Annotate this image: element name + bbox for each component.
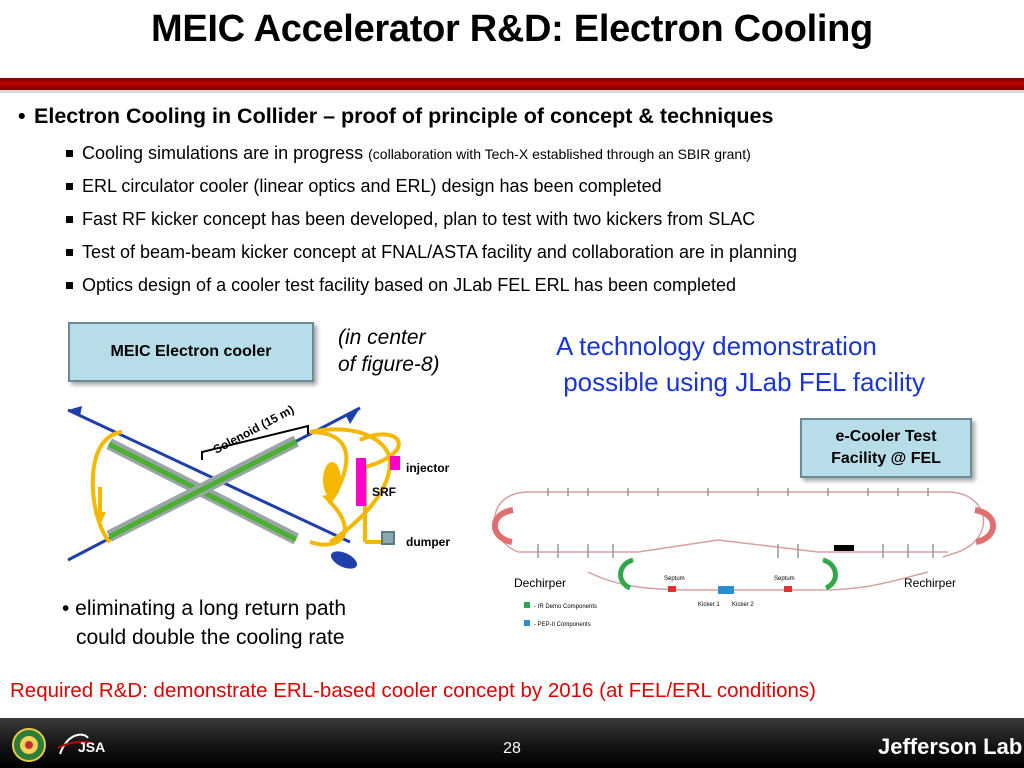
ecooler-test-facility-box: e-Cooler Test Facility @ FEL — [800, 418, 972, 478]
cooler-solenoid-b — [106, 435, 299, 542]
septum-label: Septum — [664, 576, 685, 582]
doe-seal-icon — [12, 728, 46, 762]
main-bullet: • Electron Cooling in Collider – proof of… — [18, 104, 773, 129]
center-note: (in center of figure-8) — [338, 326, 440, 376]
legend-ir-label: - IR Demo Components — [534, 604, 597, 610]
arrow-icon — [68, 406, 82, 416]
ir-demo-arc-right — [822, 557, 838, 591]
dumper-icon — [381, 531, 395, 545]
fel-arc-right — [974, 507, 996, 545]
main-bullet-text: Electron Cooling in Collider – proof of … — [34, 104, 774, 128]
injector-label: injector — [406, 461, 450, 475]
sub-bullet: Fast RF kicker concept has been develope… — [66, 209, 797, 242]
sub-bullet: Optics design of a cooler test facility … — [66, 275, 797, 308]
fel-bottom-line — [587, 571, 929, 591]
figure8-cooler-diagram: Solenoid (15 m) — [67, 402, 401, 569]
arrow-icon — [346, 408, 360, 424]
wiggler-icon — [834, 545, 854, 551]
septum-icon — [784, 586, 792, 592]
legend-ir-swatch — [524, 602, 530, 608]
slide-title: MEIC Accelerator R&D: Electron Cooling — [151, 8, 873, 50]
meic-electron-cooler-box: MEIC Electron cooler — [68, 322, 314, 382]
jsa-logo: JSA — [57, 733, 105, 755]
technology-demo-note: A technology demonstration possible usin… — [556, 331, 926, 397]
legend-pep-swatch — [524, 620, 530, 626]
sub-bullet: ERL circulator cooler (linear optics and… — [66, 176, 797, 209]
jsa-text: JSA — [78, 739, 105, 755]
fel-arc-left — [492, 507, 514, 545]
septum-icon — [668, 586, 676, 592]
kicker2-label: Kicker 2 — [732, 602, 754, 608]
septum-label: Septum — [774, 576, 795, 582]
fel-lower-line — [518, 539, 948, 553]
return-path-note: • eliminating a long return path could d… — [62, 597, 347, 649]
kicker1-label: Kicker 1 — [698, 602, 720, 608]
footer-bar — [0, 718, 1024, 768]
electron-injection-path — [359, 432, 401, 469]
srf-label: SRF — [372, 485, 396, 499]
bullet-dot: • — [18, 104, 26, 128]
srf-cavity-icon — [356, 458, 366, 506]
dechirper-label: Dechirper — [514, 576, 567, 590]
jefferson-lab-logo: Jefferson Lab — [878, 734, 1023, 759]
page-number: 28 — [503, 740, 521, 757]
fel-racetrack — [493, 491, 985, 558]
sub-bullet-list: Cooling simulations are in progress (col… — [66, 143, 797, 308]
buncher-icon — [323, 462, 341, 498]
fel-magnets-lower — [537, 544, 934, 558]
title-rule — [0, 78, 1024, 93]
required-rd-note: Required R&D: demonstrate ERL-based cool… — [10, 679, 816, 702]
fel-magnets-upper — [547, 488, 929, 496]
arrow-icon — [94, 512, 106, 526]
ir-demo-arc-left — [618, 557, 634, 591]
fel-facility-diagram: Septum Septum Kicker 1 Kicker 2 - IR Dem… — [492, 488, 996, 628]
sub-bullet: Test of beam-beam kicker concept at FNAL… — [66, 242, 797, 275]
solenoid-bracket — [201, 424, 309, 460]
dump-beam-icon — [330, 551, 358, 569]
kicker-icon — [718, 586, 734, 594]
injector-icon — [390, 456, 400, 470]
sub-bullet: Cooling simulations are in progress (col… — [66, 143, 797, 176]
legend-pep-label: - PEP-II Components — [534, 622, 591, 628]
rechirper-label: Rechirper — [904, 576, 957, 590]
dumper-label: dumper — [406, 535, 451, 549]
